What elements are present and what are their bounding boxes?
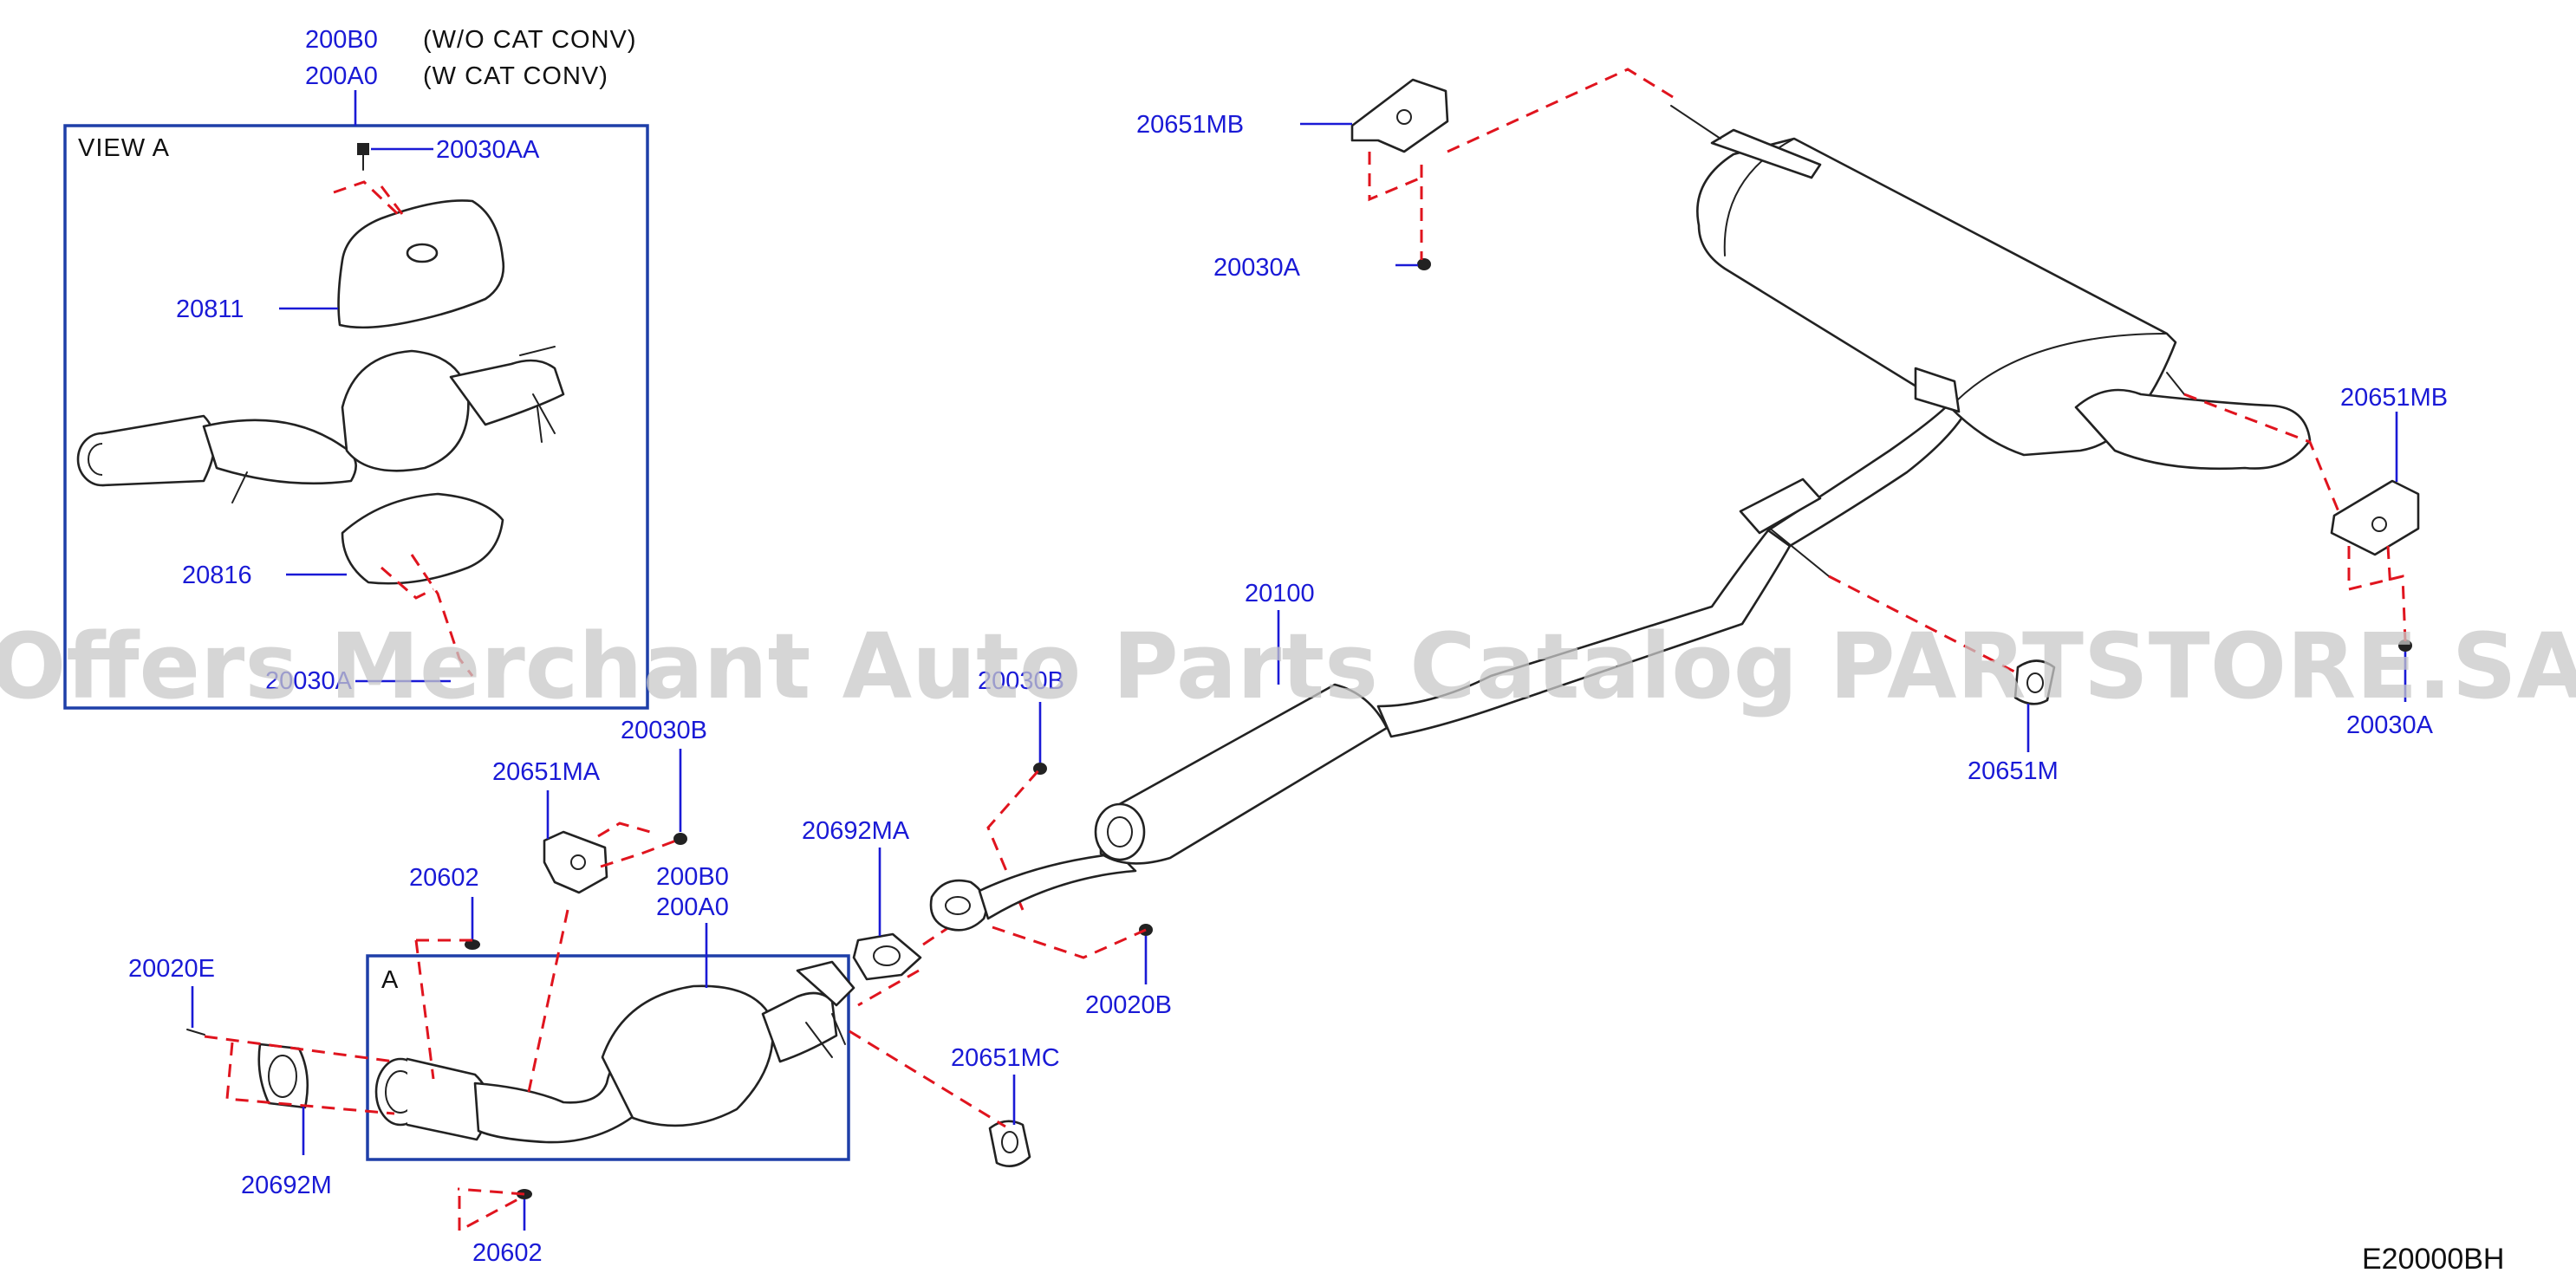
rubber-mount-20651M (2013, 659, 2056, 705)
stud-20020E (186, 1029, 205, 1036)
cat-converter-view-a (76, 346, 565, 503)
label-20020E[interactable]: 20020E (128, 955, 215, 983)
label-20692MA[interactable]: 20692MA (802, 817, 910, 845)
view-a-title: VIEW A (78, 134, 170, 162)
bracket-20651MB-top (1350, 78, 1449, 153)
label-20651M[interactable]: 20651M (1968, 757, 2059, 785)
label-20651MC[interactable]: 20651MC (951, 1044, 1060, 1072)
front-cat-converter (374, 960, 855, 1144)
label-200A0-view[interactable]: 200A0 (305, 62, 378, 90)
front-section: A 20692M 20020E 20602 (128, 667, 1172, 1267)
label-200B0-view[interactable]: 200B0 (305, 26, 378, 54)
heat-shield-20816 (341, 492, 504, 585)
rubber-mount-20651MC (988, 1120, 1031, 1167)
center-pipe: 20100 20651M (929, 401, 2059, 932)
label-20030A-right[interactable]: 20030A (2346, 711, 2434, 739)
section-a-letter: A (381, 966, 399, 994)
gasket-20692MA (852, 932, 922, 981)
rear-muffler: 20651MB 20030A 20651MB 20030A (1136, 68, 2448, 739)
watermark-text: Offers Merchant Auto Parts Catalog PARTS… (0, 614, 2576, 719)
bolt-20030B (673, 833, 687, 845)
bolt-20030A-top (1417, 258, 1431, 270)
label-20651MB-top[interactable]: 20651MB (1136, 111, 1244, 139)
bracket-20651MA (543, 830, 608, 894)
bolt-20030AA (357, 143, 369, 171)
gasket-20692M (257, 1042, 309, 1109)
label-200B0-front[interactable]: 200B0 (656, 863, 729, 891)
label-20030AA[interactable]: 20030AA (436, 136, 540, 164)
label-20030A-view[interactable]: 20030A (265, 667, 353, 695)
label-20602-bottom[interactable]: 20602 (472, 1239, 543, 1267)
bracket-20651MB-right (2330, 479, 2420, 556)
diagram-code: E20000BH (2362, 1243, 2504, 1276)
label-200A0-front[interactable]: 200A0 (656, 893, 729, 921)
note-without-cat-conv: (W/O CAT CONV) (423, 26, 637, 54)
label-20651MB-right[interactable]: 20651MB (2340, 384, 2448, 412)
label-20816[interactable]: 20816 (182, 562, 252, 589)
bolt-20030A-right (2398, 640, 2412, 652)
heat-shield-20811 (337, 199, 505, 329)
label-20030B-center[interactable]: 20030B (978, 667, 1064, 695)
note-with-cat-conv: (W CAT CONV) (423, 62, 608, 90)
label-20100[interactable]: 20100 (1245, 580, 1315, 607)
label-20030B[interactable]: 20030B (621, 717, 707, 744)
label-20692M[interactable]: 20692M (241, 1172, 332, 1199)
label-20030A-top[interactable]: 20030A (1213, 254, 1301, 282)
view-a-inset: VIEW A 200B0 (W/O CAT CONV) 200A0 (W CAT… (63, 26, 649, 710)
nut-20602-top (465, 939, 480, 950)
label-20811[interactable]: 20811 (176, 296, 244, 323)
label-20602-top[interactable]: 20602 (409, 864, 479, 892)
label-20651MA[interactable]: 20651MA (492, 758, 601, 786)
label-20020B[interactable]: 20020B (1085, 991, 1172, 1019)
